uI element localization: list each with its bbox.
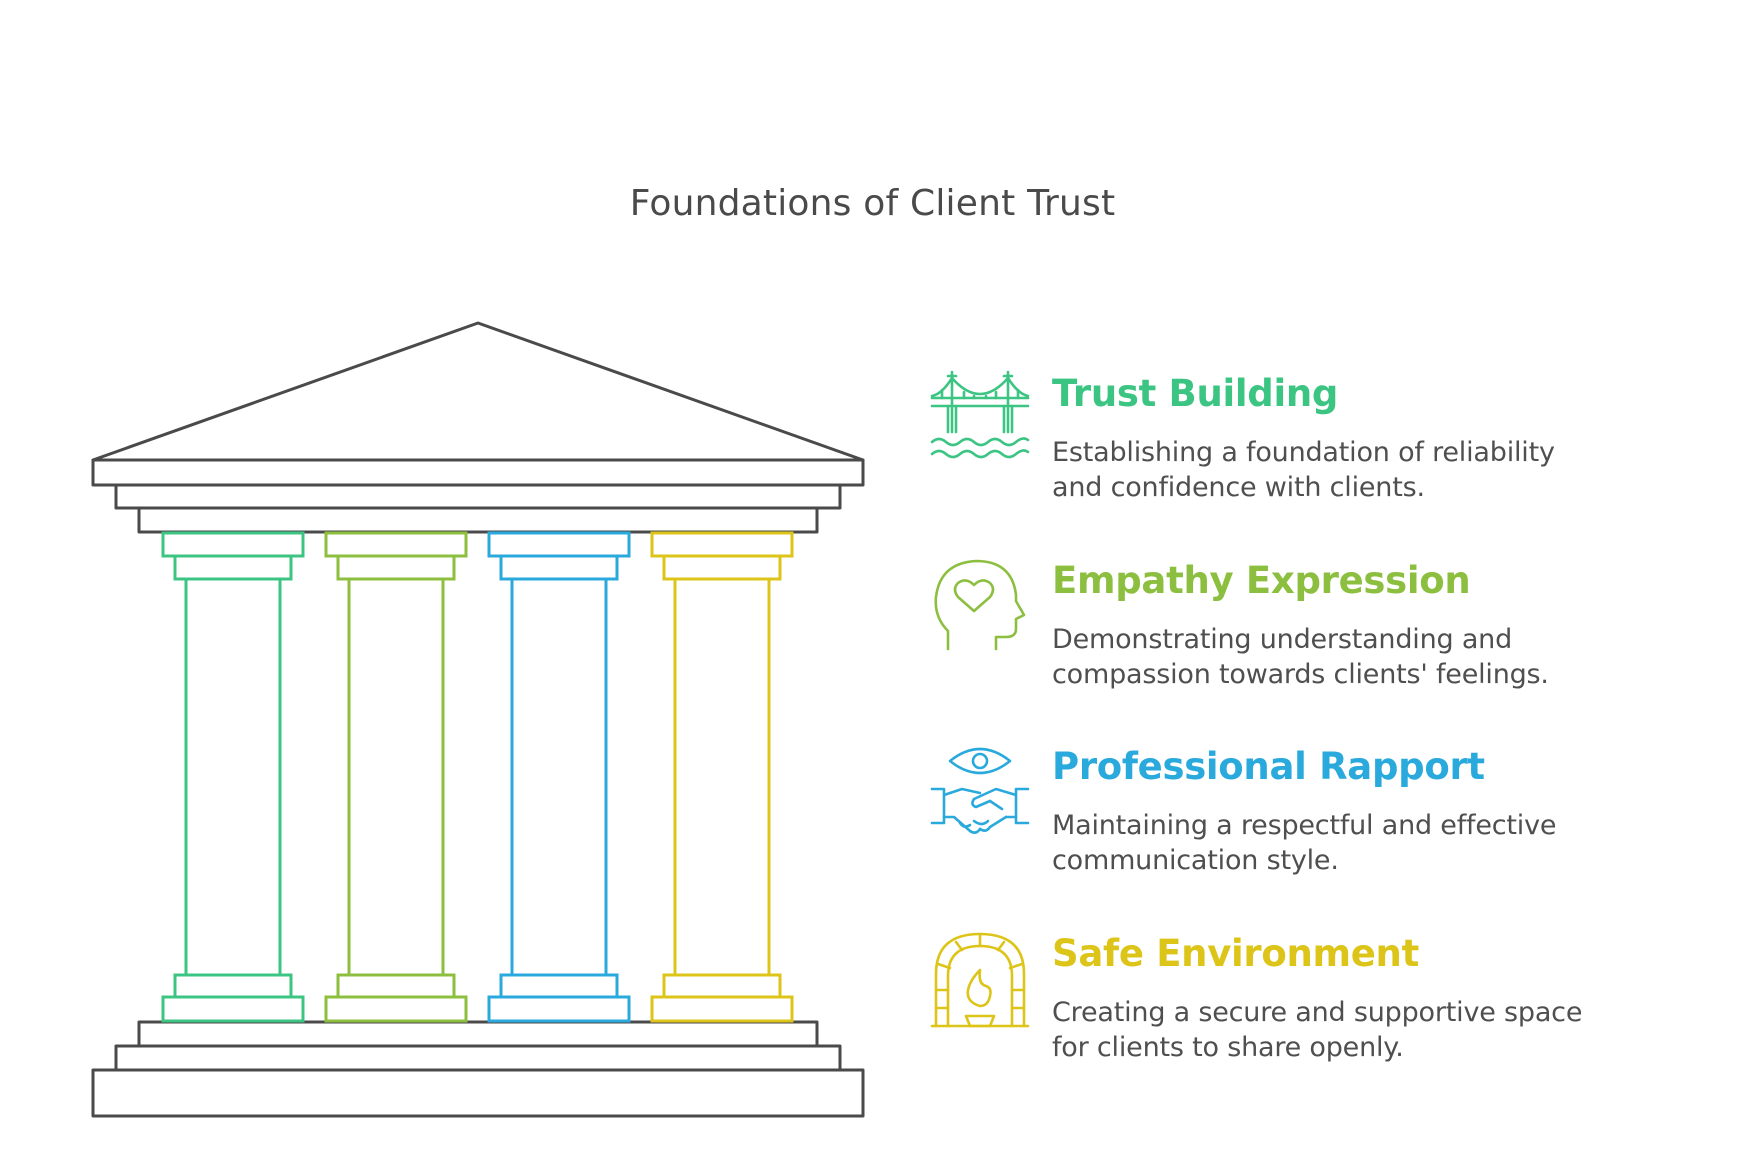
item-description: Demonstrating understanding and compassi… bbox=[1052, 624, 1549, 690]
item-heading: Safe Environment bbox=[1052, 932, 1419, 975]
item-description: Maintaining a respectful and effective c… bbox=[1052, 810, 1557, 876]
item-description: Creating a secure and supportive space f… bbox=[1052, 997, 1583, 1063]
temple-entablature-top bbox=[91, 458, 865, 487]
eye-handshake-icon bbox=[930, 747, 1030, 834]
pillar-rapport bbox=[487, 531, 631, 1023]
item-empathy-expression: Empathy Expression Demonstrating underst… bbox=[930, 557, 1630, 707]
pillar-safe bbox=[650, 531, 794, 1023]
bridge-icon bbox=[930, 370, 1030, 459]
temple-step-middle bbox=[114, 1044, 842, 1072]
temple-step-bottom bbox=[91, 1068, 865, 1118]
temple-diagram bbox=[91, 321, 865, 1118]
item-professional-rapport: Professional Rapport Maintaining a respe… bbox=[930, 743, 1630, 893]
temple-step-top bbox=[137, 1020, 819, 1048]
temple-entablature-middle bbox=[114, 483, 842, 510]
item-heading: Professional Rapport bbox=[1052, 745, 1485, 788]
temple-roof bbox=[91, 321, 865, 462]
pillar-empathy bbox=[324, 531, 468, 1023]
page-title: Foundations of Client Trust bbox=[629, 183, 1116, 224]
head-heart-icon bbox=[934, 559, 1026, 651]
item-heading: Empathy Expression bbox=[1052, 559, 1471, 602]
temple-entablature-bottom bbox=[137, 506, 819, 534]
fireplace-icon bbox=[930, 932, 1030, 1028]
item-heading: Trust Building bbox=[1052, 372, 1339, 415]
item-trust-building: Trust Building Establishing a foundation… bbox=[930, 370, 1630, 520]
pillar-trust bbox=[161, 531, 305, 1023]
item-safe-environment: Safe Environment Creating a secure and s… bbox=[930, 930, 1630, 1080]
item-description: Establishing a foundation of reliability… bbox=[1052, 437, 1555, 503]
